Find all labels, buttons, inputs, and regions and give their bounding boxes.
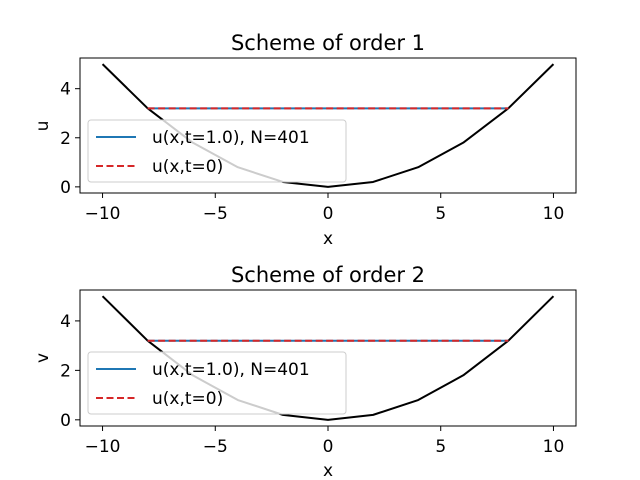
x-tick-label: −5 (203, 204, 228, 224)
legend-label: u(x,t=1.0), N=401 (152, 128, 310, 148)
x-tick-label: 0 (323, 204, 334, 224)
x-axis-label: x (323, 461, 333, 480)
x-tick-label: 5 (435, 437, 446, 457)
subplot-order-2: Scheme of order 2 x v −10 −5 0 5 10 0 2 4 u(x,t=… (33, 263, 577, 480)
legend-box (87, 351, 347, 415)
y-tick-label: 2 (60, 129, 71, 149)
y-axis-label: v (33, 353, 53, 363)
y-axis-label: u (33, 121, 53, 132)
legend: u(x,t=1.0), N=401 u(x,t=0) (87, 351, 347, 415)
y-tick-label: 0 (60, 411, 71, 431)
legend-label: u(x,t=0) (152, 389, 223, 409)
legend-label: u(x,t=0) (152, 157, 223, 177)
legend-label: u(x,t=1.0), N=401 (152, 360, 310, 380)
legend-box (87, 119, 347, 183)
x-tick-label: 10 (543, 204, 565, 224)
y-tick-label: 4 (60, 80, 71, 100)
x-tick-label: 10 (543, 437, 565, 457)
x-tick-label: −10 (85, 204, 121, 224)
x-tick-label: 5 (435, 204, 446, 224)
y-tick-label: 0 (60, 178, 71, 198)
y-tick-label: 4 (60, 312, 71, 332)
x-tick-label: 0 (323, 437, 334, 457)
y-tick-label: 2 (60, 361, 71, 381)
chart-title: Scheme of order 1 (231, 31, 425, 55)
chart-title: Scheme of order 2 (231, 263, 425, 287)
legend: u(x,t=1.0), N=401 u(x,t=0) (87, 119, 347, 183)
x-axis-label: x (323, 229, 333, 249)
x-tick-label: −5 (203, 437, 228, 457)
x-tick-label: −10 (85, 437, 121, 457)
subplot-order-1: Scheme of order 1 x u −10 −5 0 5 10 0 2 4 u(x,t=… (33, 31, 577, 249)
